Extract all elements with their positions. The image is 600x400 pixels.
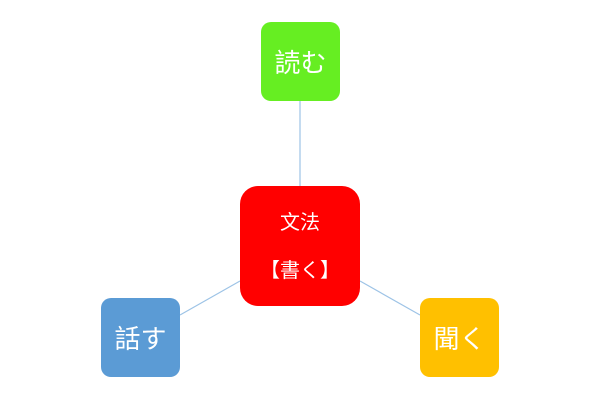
node-center-title: 文法 bbox=[280, 210, 320, 234]
node-speak[interactable]: 話す bbox=[101, 298, 180, 377]
node-read-label: 読む bbox=[274, 49, 327, 79]
node-listen[interactable]: 聞く bbox=[420, 298, 499, 377]
node-speak-label: 話す bbox=[114, 325, 167, 355]
connector-center-listen bbox=[359, 280, 421, 316]
node-read[interactable]: 読む bbox=[261, 22, 340, 101]
connector-center-speak bbox=[179, 280, 241, 316]
node-center-subtitle: 【書く】 bbox=[260, 258, 340, 282]
node-listen-label: 聞く bbox=[433, 325, 486, 355]
node-grammar-write[interactable]: 文法 【書く】 bbox=[240, 186, 360, 306]
